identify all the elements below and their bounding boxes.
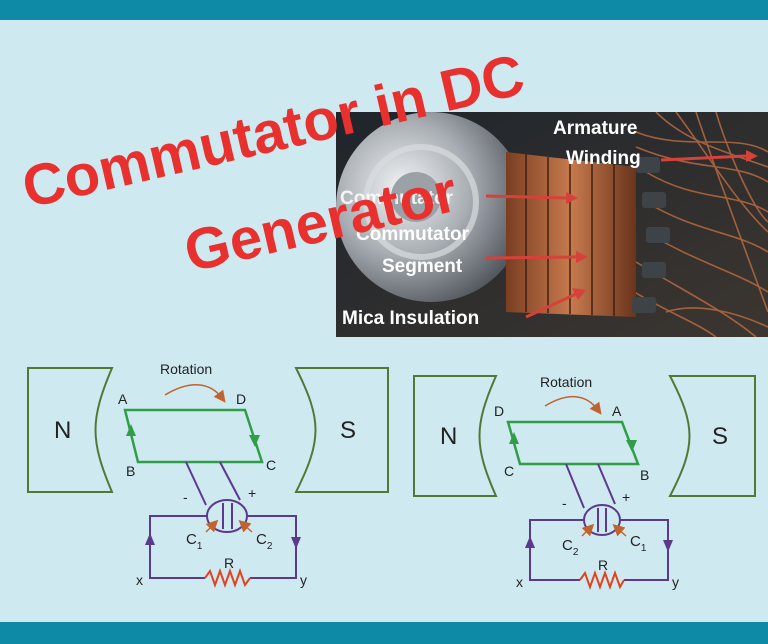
generator-diagrams: N S Rotation A D B C - + C1 C2 R x y N [27, 361, 756, 590]
terminal-y-right: y [672, 574, 679, 590]
north-pole-left [27, 367, 114, 493]
brush-right-c2: C2 [562, 537, 579, 558]
corner-b-right: B [640, 467, 649, 483]
diagram-right: N S Rotation D A C B - + C2 C1 R x y [413, 374, 756, 590]
bottom-bar [0, 622, 768, 644]
rotation-arrow-right [544, 395, 602, 415]
label-armature: Armature [553, 118, 637, 139]
minus-left: - [183, 489, 188, 505]
corner-c-left: C [266, 457, 276, 473]
brush-right-c1: C1 [630, 533, 647, 554]
minus-right: - [562, 495, 567, 511]
commutator-photo: Armature Winding Commutator Commutator S… [336, 112, 768, 337]
rotation-arrow-left [164, 384, 226, 403]
diagram-left: N S Rotation A D B C - + C1 C2 R x y [27, 361, 389, 588]
plus-right: + [622, 489, 630, 505]
corner-d-left: D [236, 391, 246, 407]
corner-a-right: A [612, 403, 622, 419]
resistor-label-right: R [598, 557, 608, 573]
corner-b-left: B [126, 463, 135, 479]
label-commutator: Commutator [356, 224, 470, 245]
resistor-label-left: R [224, 555, 234, 571]
coil-left [123, 408, 264, 464]
label-mica-insulation: Mica Insulation [342, 308, 479, 329]
top-bar [0, 0, 768, 20]
brush-left-c2: C2 [256, 531, 273, 552]
resistor-left [204, 568, 251, 588]
terminal-x-right: x [516, 574, 523, 590]
label-winding: Winding [566, 148, 641, 169]
coil-right [506, 420, 640, 466]
commutator-left [206, 499, 248, 533]
brush-left-c1: C1 [186, 531, 203, 552]
plus-left: + [248, 485, 256, 501]
terminal-x-left: x [136, 572, 143, 588]
rotation-label-left: Rotation [160, 361, 212, 377]
label-commutator-overlap: Commutator [340, 188, 454, 209]
rotation-label-right: Rotation [540, 374, 592, 390]
pole-n-right: N [440, 423, 457, 450]
pole-s-left: S [340, 417, 356, 444]
pole-s-right: S [712, 423, 728, 450]
resistor-right [579, 570, 625, 590]
label-segment: Segment [382, 256, 463, 277]
commutator-right [583, 504, 621, 536]
terminal-y-left: y [300, 572, 307, 588]
north-pole-right [413, 375, 498, 497]
south-pole-right [668, 375, 756, 497]
corner-a-left: A [118, 391, 128, 407]
corner-d-right: D [494, 403, 504, 419]
corner-c-right: C [504, 463, 514, 479]
pole-n-left: N [54, 417, 71, 444]
south-pole-left [294, 367, 389, 493]
